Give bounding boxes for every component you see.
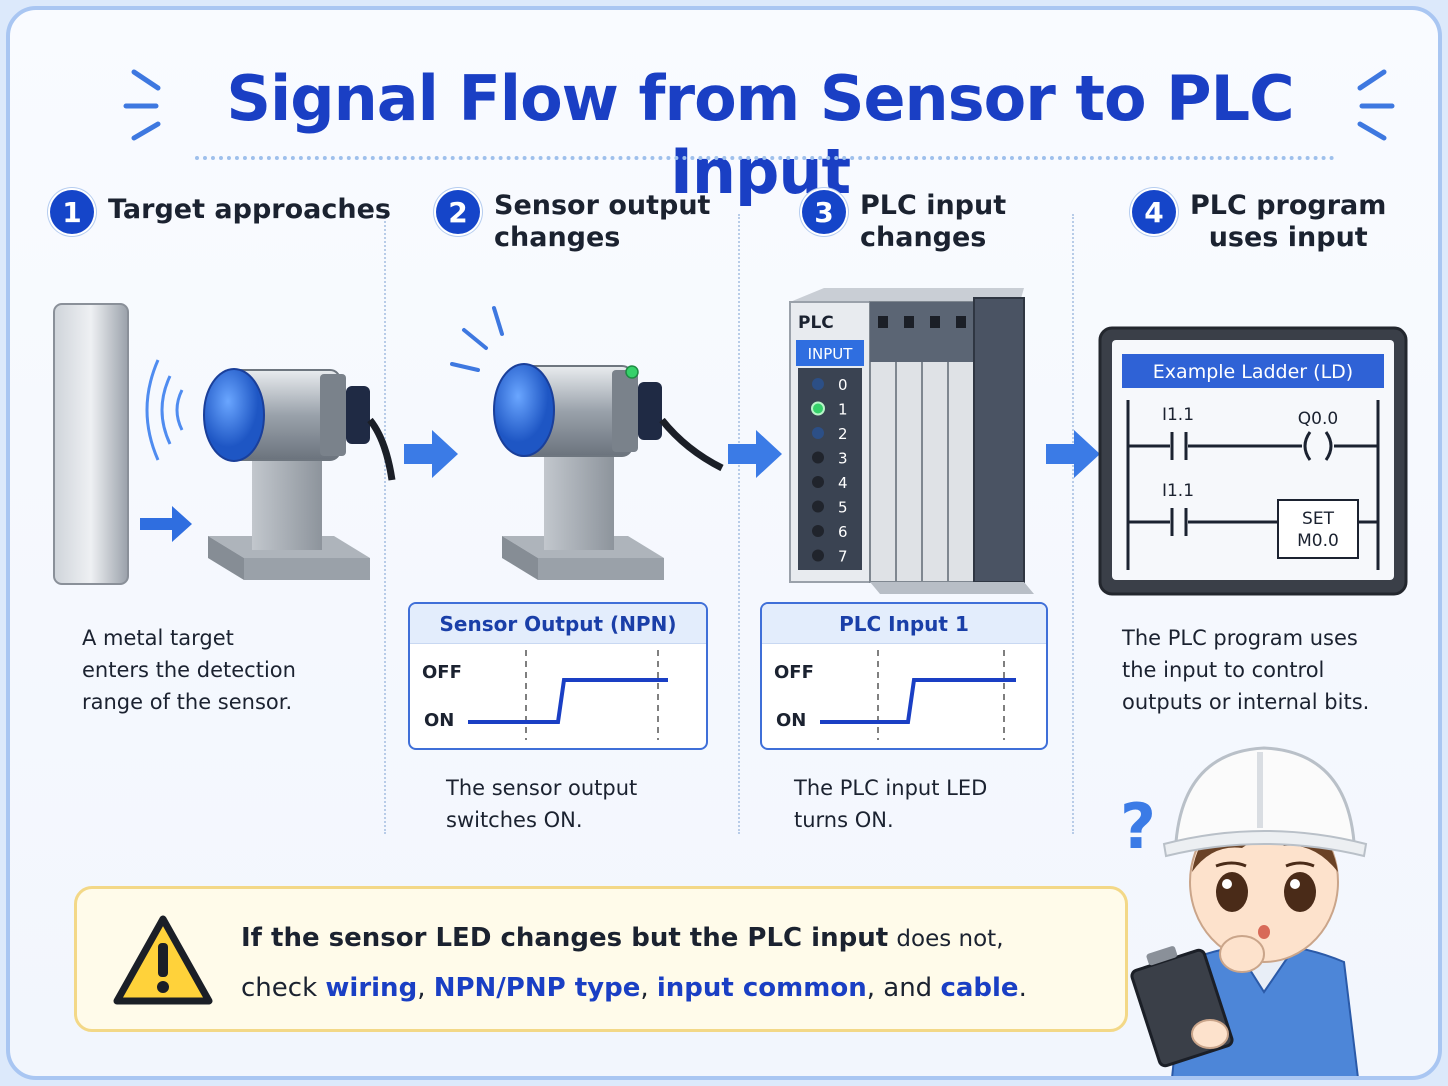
right-arrow-icon	[1046, 430, 1100, 478]
sensor-on-label: ON	[424, 710, 454, 731]
warning-text-main: If the sensor LED changes but the PLC in…	[241, 923, 889, 953]
rung2-set-operand: M0.0	[1297, 531, 1339, 551]
sensor-led-on-illustration	[450, 306, 724, 580]
step-1-header: 1 Target approaches	[50, 190, 391, 234]
plc-input-number-6: 6	[838, 523, 848, 541]
plc-io-modules	[869, 297, 1034, 594]
plc-input-number-5: 5	[838, 499, 848, 517]
plc-input-label: INPUT	[808, 345, 854, 363]
warning-separator: ,	[417, 973, 426, 1003]
plc-input-led-7	[812, 549, 824, 562]
metal-target	[53, 303, 129, 585]
sensor-output-timing-chart: Sensor Output (NPN) OFF ON	[408, 602, 708, 750]
warning-line-1: If the sensor LED changes but the PLC in…	[241, 923, 1004, 953]
sensor-chart-title: Sensor Output (NPN)	[410, 604, 706, 644]
warning-icon	[113, 915, 213, 1005]
step-1-title: Target approaches	[108, 194, 391, 225]
plc-input-led-2	[812, 427, 824, 439]
warning-text-tail: does not,	[896, 926, 1004, 952]
right-arrow-icon	[404, 430, 458, 478]
title-underline	[195, 156, 1335, 160]
plc-chart-title: PLC Input 1	[762, 604, 1046, 644]
plc-input-led-5	[812, 500, 824, 513]
svg-text:?: ?	[1120, 790, 1156, 863]
step-3-title: PLC input changes	[860, 190, 1007, 253]
right-arrow-icon	[728, 430, 782, 478]
warning-npn-pnp: NPN/PNP type	[433, 973, 641, 1003]
sensor-off-label: OFF	[422, 662, 462, 683]
plc-signal-trace	[820, 678, 1016, 724]
plc-rack-illustration: PLC INPUT 0 1 2 3 4 5 6 7	[789, 288, 1034, 594]
step-2-badge: 2	[436, 190, 480, 234]
sensor-signal-trace	[468, 678, 668, 724]
plc-off-label: OFF	[774, 662, 814, 683]
sensor-led	[625, 365, 639, 379]
step-4-badge: 4	[1132, 190, 1176, 234]
plc-label: PLC	[798, 313, 834, 333]
rung2-contact-label: I1.1	[1162, 481, 1194, 501]
ladder-title: Example Ladder (LD)	[1153, 361, 1353, 383]
column-divider	[384, 214, 386, 834]
column-divider	[1072, 214, 1074, 834]
plc-input-timing-chart: PLC Input 1 OFF ON	[760, 602, 1048, 750]
title-burst-right-icon	[1357, 69, 1395, 141]
step-4-description: The PLC program uses the input to contro…	[1122, 626, 1370, 714]
plc-input-number-7: 7	[838, 548, 848, 566]
sensor-face	[203, 368, 265, 462]
step-4-title: PLC program uses input	[1190, 190, 1387, 253]
warning-and-text: , and	[866, 973, 933, 1003]
step-1-description: A metal target enters the detection rang…	[82, 626, 296, 714]
metal-target-and-sensor-illustration	[53, 303, 396, 585]
ladder-diagram-screen: Example Ladder (LD) I1.1 Q0.0 I1.1 SET M…	[1098, 326, 1408, 596]
plc-input-led-0	[812, 378, 824, 390]
question-mark-icon: ?	[1120, 790, 1156, 863]
step-4-header: 4 PLC program uses input	[1132, 190, 1386, 254]
step-3-description: The PLC input LED turns ON.	[794, 776, 988, 832]
plc-input-number-1: 1	[838, 401, 848, 419]
infographic-frame: Signal Flow from Sensor to PLC Input 1 T…	[6, 6, 1442, 1080]
warning-period: .	[1018, 973, 1027, 1003]
step-2-description: The sensor output switches ON.	[446, 776, 638, 832]
plc-on-label: ON	[776, 710, 806, 731]
step-1-badge: 1	[50, 190, 94, 234]
warning-separator: ,	[640, 973, 649, 1003]
title-burst-left-icon	[123, 69, 161, 141]
warning-check-text: check	[241, 973, 318, 1003]
rung1-coil-label: Q0.0	[1298, 409, 1338, 429]
rung1-contact-label: I1.1	[1162, 405, 1194, 425]
warning-cable: cable	[940, 973, 1019, 1003]
warning-line-2: check wiring, NPN/PNP type, input common…	[241, 973, 1027, 1003]
step-3-badge: 3	[802, 190, 846, 234]
plc-input-led-4	[812, 476, 824, 488]
engineer-character: ?	[1120, 746, 1368, 1076]
plc-input-number-2: 2	[838, 425, 848, 443]
warning-wiring: wiring	[325, 973, 418, 1003]
step-2-title: Sensor output changes	[494, 190, 711, 253]
step-3-header: 3 PLC input changes	[802, 190, 1006, 254]
troubleshooting-warning-box: If the sensor LED changes but the PLC in…	[74, 886, 1128, 1032]
plc-input-led-3	[812, 451, 824, 464]
plc-input-led-6	[812, 525, 824, 537]
step-2-header: 2 Sensor output changes	[436, 190, 710, 254]
plc-input-number-0: 0	[838, 376, 848, 394]
plc-input-number-4: 4	[838, 474, 848, 492]
plc-input-led-1	[811, 401, 825, 416]
page-title: Signal Flow from Sensor to PLC Input	[226, 62, 1294, 208]
column-divider	[738, 214, 740, 834]
plc-input-number-3: 3	[838, 450, 848, 468]
warning-input-common: input common	[656, 973, 867, 1003]
rung2-set-label: SET	[1302, 509, 1335, 529]
